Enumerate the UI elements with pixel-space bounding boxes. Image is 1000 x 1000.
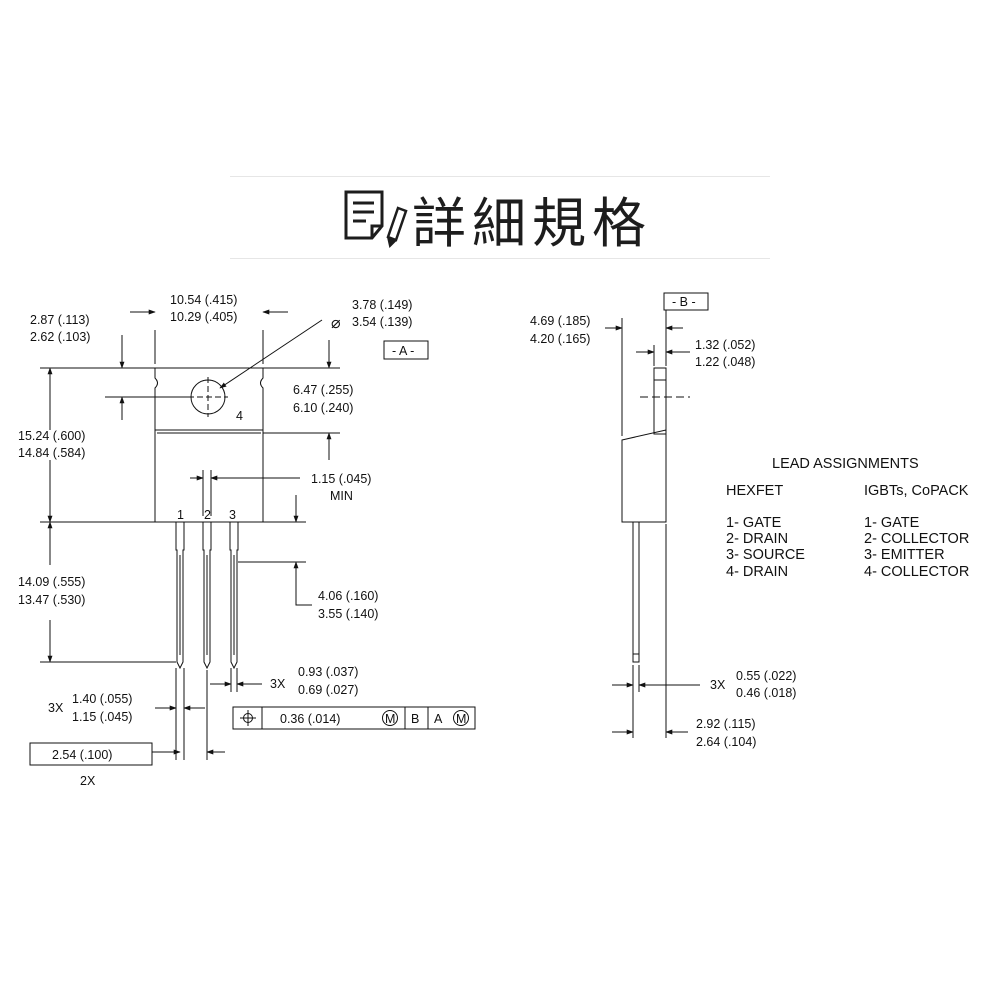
igbt-header: IGBTs, CoPACK [864, 483, 969, 499]
lead-assignments-title: LEAD ASSIGNMENTS [772, 456, 919, 472]
igbt-lead-3: 3- EMITTER [864, 547, 945, 563]
holepos-dim-1: 6.47 (.255) [293, 383, 353, 397]
front-view [29, 309, 476, 766]
body-dim-2: 4.20 (.165) [530, 332, 590, 346]
tol-m1: M [385, 712, 395, 726]
tolerance-frame [232, 706, 476, 730]
minw-dim-1: 1.15 (.045) [311, 472, 371, 486]
lead-dim-1: 0.55 (.022) [736, 669, 796, 683]
minw-dim-2: MIN [330, 489, 353, 503]
igbt-lead-1: 1- GATE [864, 515, 920, 531]
offset-dim-2: 2.64 (.104) [696, 735, 756, 749]
hexfet-lead-4: 4- DRAIN [726, 564, 788, 580]
holepos-dim-2: 6.10 (.240) [293, 401, 353, 415]
datum-b-box [663, 292, 709, 311]
document-edit-icon [344, 190, 408, 248]
tabthick-dim-1: 1.32 (.052) [695, 338, 755, 352]
thick-dim-2: 0.69 (.027) [298, 683, 358, 697]
tol-m1-circle [382, 710, 398, 726]
shoulder-dim-1: 4.06 (.160) [318, 589, 378, 603]
pitch-value: 2.54 (.100) [52, 748, 112, 762]
title-block: 詳細規格 [340, 183, 652, 255]
diameter-symbol-icon: ⌀ [331, 315, 341, 332]
hole-dim-2: 3.54 (.139) [352, 315, 412, 329]
thick-dim-prefix: 3X [270, 677, 286, 691]
body-dim-1: 4.69 (.185) [530, 314, 590, 328]
datum-b-label: - B - [672, 295, 696, 309]
mounting-tab [154, 367, 264, 431]
pitch-box [29, 742, 153, 766]
side-body [621, 429, 667, 523]
side-tab [653, 367, 667, 435]
header-top-rule [230, 176, 770, 177]
pitch-note: 2X [80, 774, 96, 788]
thick-dim-1: 0.93 (.037) [298, 665, 358, 679]
hexfet-lead-2: 2- DRAIN [726, 531, 788, 547]
lead-dim-2: 0.46 (.018) [736, 686, 796, 700]
tol-m2: M [456, 712, 466, 726]
pin-number-1: 1 [177, 508, 184, 522]
tol-datum-a: A [434, 712, 443, 726]
leadlen-dim-1: 14.09 (.555) [18, 575, 85, 589]
package-body [154, 429, 264, 523]
datum-a-label: - A - [392, 344, 414, 358]
lead-1 [175, 522, 185, 670]
leadlen-dim-2: 13.47 (.530) [18, 593, 85, 607]
hole-leader [219, 319, 323, 389]
tol-m2-circle [453, 710, 469, 726]
igbt-lead-4: 4- COLLECTOR [864, 564, 969, 580]
tabthick-dim-2: 1.22 (.048) [695, 355, 755, 369]
tab-dim-1: 2.87 (.113) [30, 313, 90, 327]
tolerance-value: 0.36 (.014) [280, 712, 340, 726]
tab-dim-2: 2.62 (.103) [30, 330, 90, 344]
height-dim-1: 15.24 (.600) [18, 429, 85, 443]
shoulder-leader [295, 590, 312, 606]
lead-dim-prefix: 3X [710, 678, 726, 692]
shoulder-dim-2: 3.55 (.140) [318, 607, 378, 621]
height-dim-2: 14.84 (.584) [18, 446, 85, 460]
pin-number-2: 2 [204, 508, 211, 522]
side-view-labels: - B - 4.69 (.185) 4.20 (.165) 1.32 (.052… [530, 295, 796, 749]
wide-dim-2: 1.15 (.045) [72, 710, 132, 724]
tab-pin-number: 4 [236, 409, 243, 423]
hexfet-lead-1: 1- GATE [726, 515, 782, 531]
hole-dim-1: 3.78 (.149) [352, 298, 412, 312]
lead-3 [229, 522, 239, 670]
tol-datum-b: B [411, 712, 419, 726]
front-view-labels: 10.54 (.415) 10.29 (.405) ⌀ 3.78 (.149) … [18, 293, 466, 788]
igbt-lead-2: 2- COLLECTOR [864, 531, 969, 547]
width-dim-2: 10.29 (.405) [170, 310, 237, 324]
hexfet-header: HEXFET [726, 483, 783, 499]
side-view [605, 292, 709, 738]
lead-assignments: LEAD ASSIGNMENTS HEXFET IGBTs, CoPACK 1-… [726, 456, 969, 580]
lead-2 [202, 522, 212, 670]
pin-number-3: 3 [229, 508, 236, 522]
wide-dim-1: 1.40 (.055) [72, 692, 132, 706]
hexfet-lead-3: 3- SOURCE [726, 547, 805, 563]
wide-dim-prefix: 3X [48, 701, 64, 715]
side-lead [632, 521, 640, 663]
header: 詳細規格 [0, 0, 1000, 270]
width-dim-1: 10.54 (.415) [170, 293, 237, 307]
datum-a-box [383, 340, 429, 360]
header-bottom-rule [230, 258, 770, 259]
offset-dim-1: 2.92 (.115) [696, 717, 756, 731]
page-title: 詳細規格 [412, 191, 652, 255]
